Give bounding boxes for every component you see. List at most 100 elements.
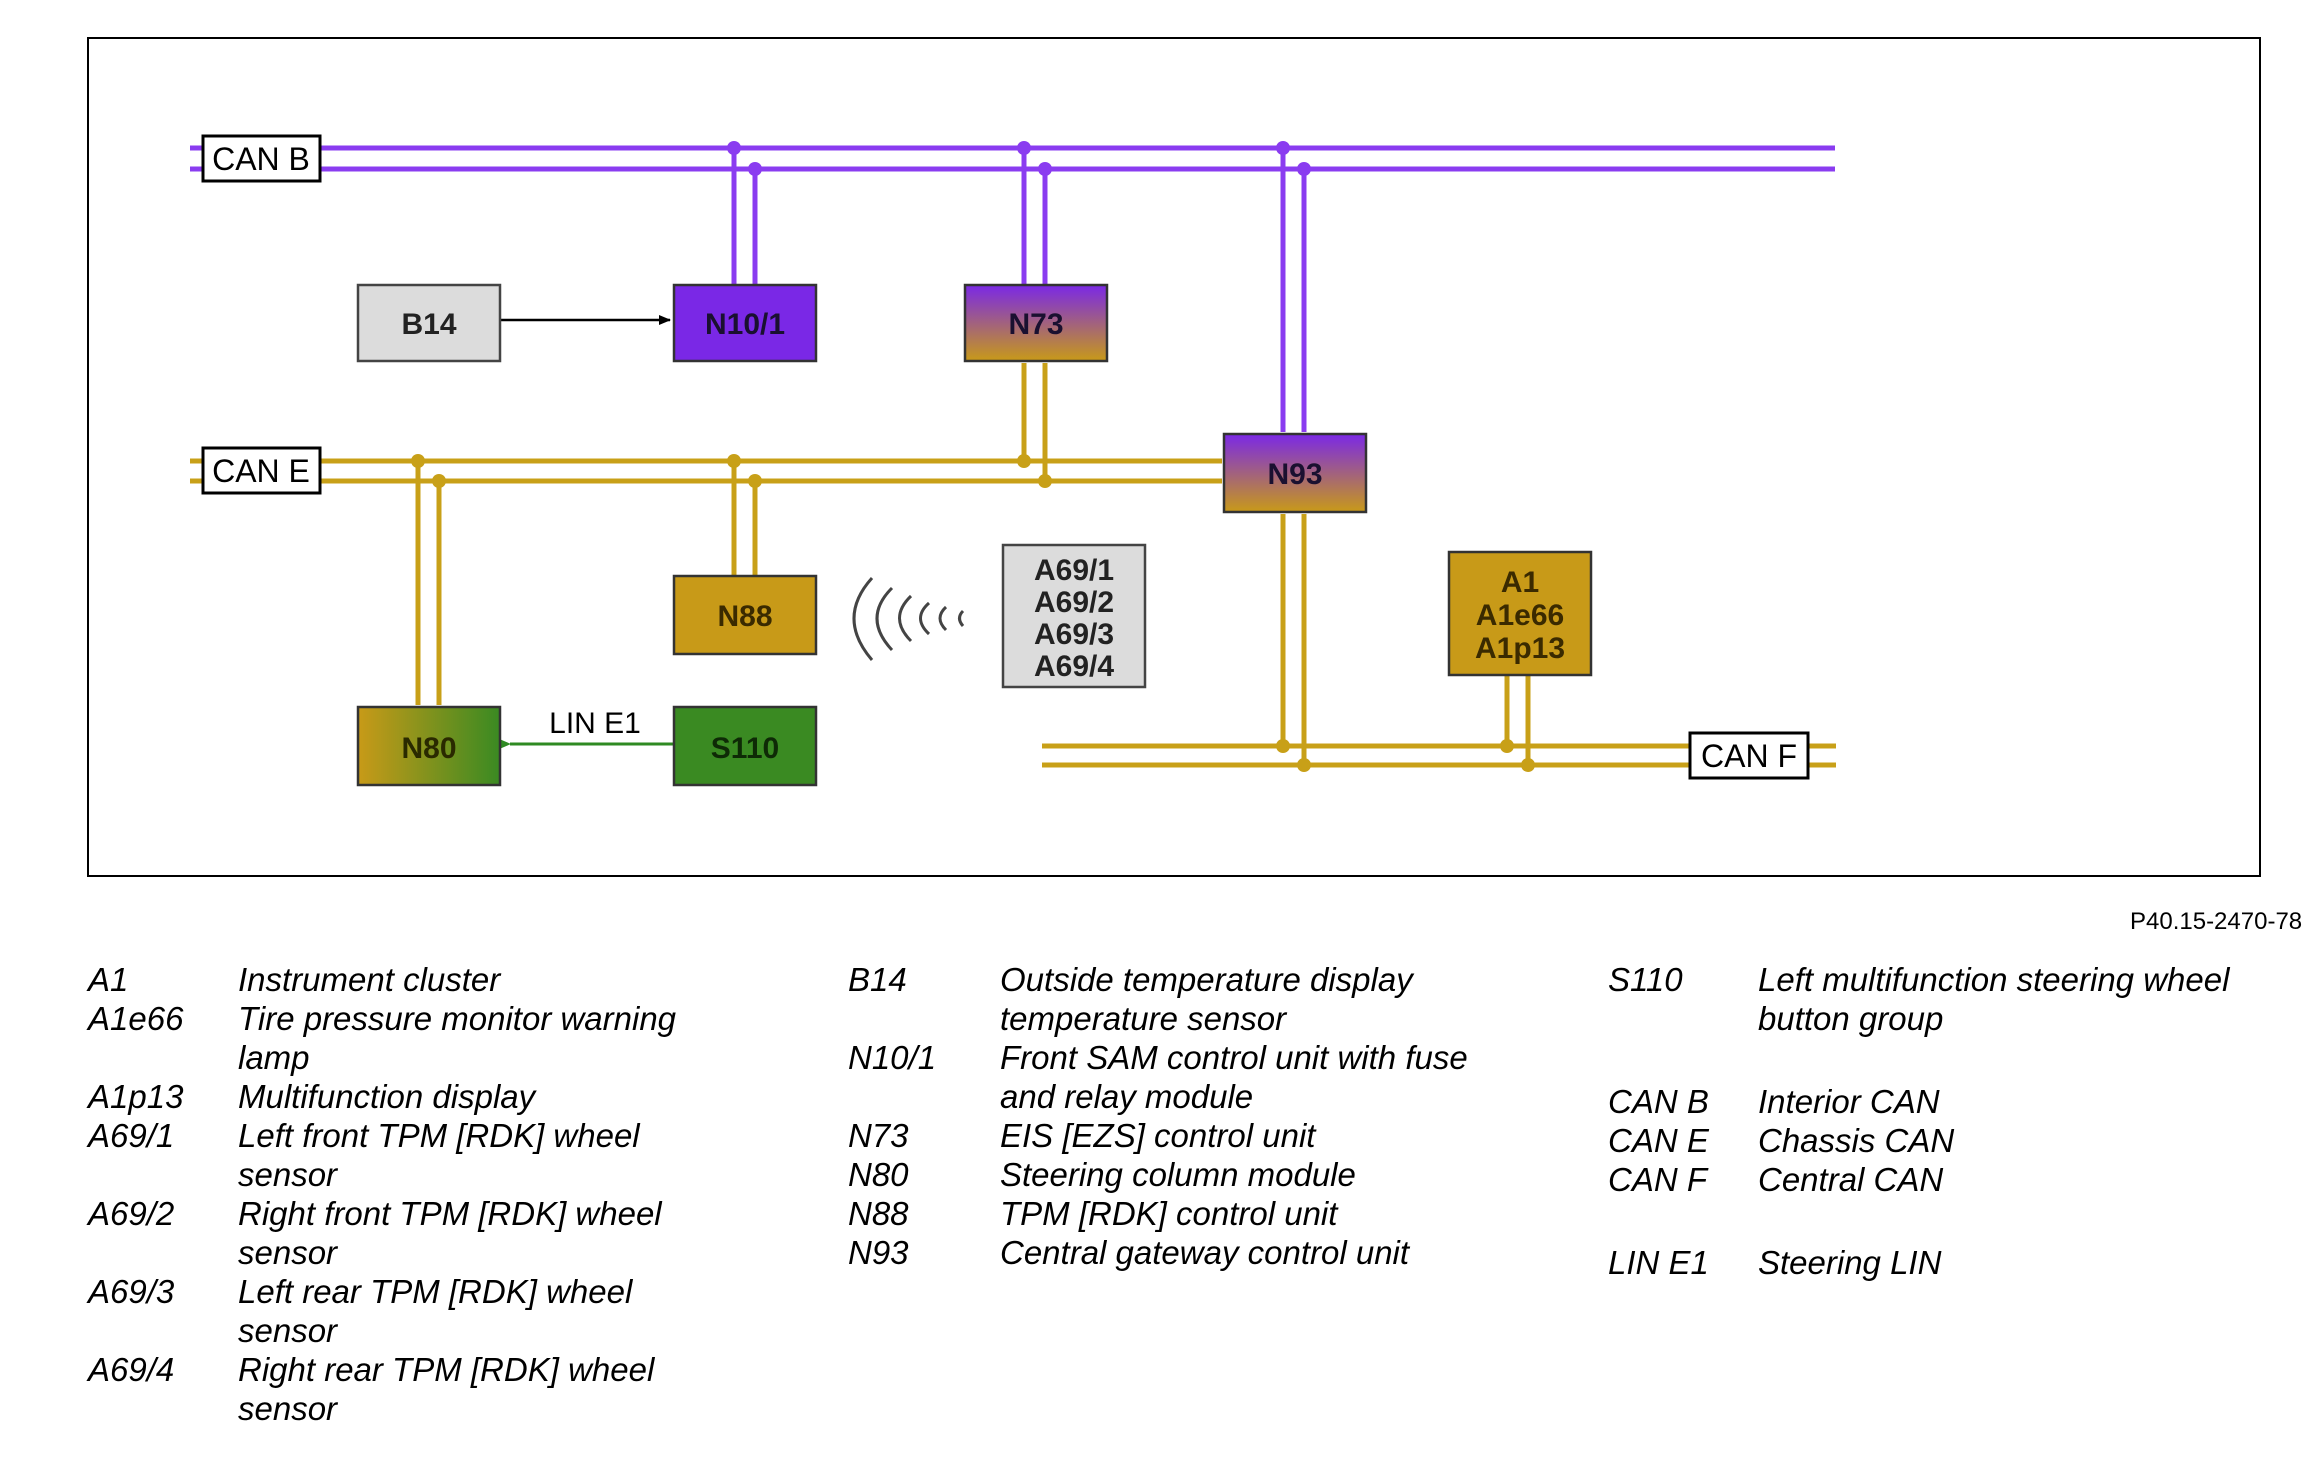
- module-n80-label: N80: [401, 732, 456, 765]
- legend-code: N80: [848, 1156, 909, 1193]
- legend-description-line: sensor: [238, 1390, 338, 1427]
- module-n10-1-label: N10/1: [705, 308, 785, 341]
- legend-description-line: Right front TPM [RDK] wheel: [238, 1195, 662, 1232]
- legend-description-line: temperature sensor: [1000, 1000, 1287, 1037]
- module-n73-label: N73: [1008, 308, 1063, 341]
- legend-description-line: button group: [1758, 1000, 1944, 1037]
- module-b14-label: B14: [401, 308, 456, 341]
- legend-code: N88: [848, 1195, 909, 1232]
- legend-item: LIN E1 Steering LIN: [1608, 1243, 2278, 1282]
- legend-code: N73: [848, 1117, 909, 1154]
- legend-code: N10/1: [848, 1039, 937, 1076]
- legend-description-line: Steering LIN: [1758, 1244, 1942, 1281]
- legend-description: EIS [EZS] control unit: [1000, 1116, 1500, 1155]
- module-a69-1-label: A69/1: [1034, 554, 1114, 587]
- legend-item: CAN B Interior CAN: [1608, 1082, 2278, 1121]
- legend-item: CAN E Chassis CAN: [1608, 1121, 2278, 1160]
- legend-code: A1: [88, 961, 129, 998]
- legend-code: CAN E: [1608, 1122, 1709, 1159]
- legend-code: A69/4: [88, 1351, 175, 1388]
- can-b-label: CAN B: [212, 141, 310, 177]
- legend-code: A69/1: [88, 1117, 175, 1154]
- module-n73: N73: [963, 283, 1109, 363]
- legend-code: B14: [848, 961, 907, 998]
- can-e-junctions: [411, 454, 1052, 488]
- can-b-label-box: CAN B: [201, 134, 322, 183]
- can-e-bus: [190, 363, 1222, 705]
- module-n93: N93: [1222, 432, 1368, 514]
- legend-description-line: Chassis CAN: [1758, 1122, 1955, 1159]
- module-n88-label: N88: [717, 600, 772, 633]
- can-f-bus: [1042, 514, 1836, 768]
- can-b-junctions: [727, 141, 1311, 176]
- legend-description-line: sensor: [238, 1156, 338, 1193]
- legend-item: N88 TPM [RDK] control unit: [848, 1194, 1500, 1233]
- legend-description: Multifunction display: [238, 1077, 708, 1116]
- legend-code: A69/3: [88, 1273, 175, 1310]
- legend-code: LIN E1: [1608, 1244, 1709, 1281]
- module-a69-3-label: A69/3: [1034, 618, 1114, 651]
- can-f-junctions: [1276, 739, 1535, 772]
- legend-gap: [1608, 1199, 2278, 1243]
- lin-e1-label: LIN E1: [549, 707, 641, 740]
- module-a69-4-label: A69/4: [1034, 650, 1114, 683]
- legend-description-line: Outside temperature display: [1000, 961, 1413, 998]
- legend-code: N93: [848, 1234, 909, 1271]
- module-a69-2-label: A69/2: [1034, 586, 1114, 619]
- module-a1-cluster: A1 A1e66 A1p13: [1447, 550, 1593, 677]
- module-n88: N88: [672, 574, 818, 656]
- legend-description-line: Interior CAN: [1758, 1083, 1940, 1120]
- can-f-label: CAN F: [1701, 738, 1797, 774]
- legend-description-line: sensor: [238, 1234, 338, 1271]
- can-e-label-box: CAN E: [201, 446, 322, 495]
- legend-code: CAN B: [1608, 1083, 1709, 1120]
- legend-code: A1p13: [88, 1078, 184, 1115]
- can-f-label-box: CAN F: [1688, 731, 1810, 780]
- legend-description-line: EIS [EZS] control unit: [1000, 1117, 1316, 1154]
- legend-code: S110: [1608, 961, 1683, 998]
- module-s110-label: S110: [711, 732, 779, 765]
- legend-description: Interior CAN: [1758, 1082, 2278, 1121]
- module-s110: S110: [672, 705, 818, 787]
- module-a69-sensors: A69/1 A69/2 A69/3 A69/4: [1001, 543, 1147, 689]
- diagram-frame: [87, 37, 2261, 877]
- module-n10-1: N10/1: [672, 283, 818, 363]
- network-diagram: CAN B CAN E CAN F LIN E1 B14 N10/1 N73 N…: [87, 37, 2261, 877]
- legend-item: N93 Central gateway control unit: [848, 1233, 1500, 1272]
- legend-description: Instrument cluster: [238, 960, 708, 999]
- legend-description-line: Left rear TPM [RDK] wheel: [238, 1273, 633, 1310]
- legend-description-line: Tire pressure monitor warning: [238, 1000, 677, 1037]
- legend-description-line: Central gateway control unit: [1000, 1234, 1410, 1271]
- module-a1e66-label: A1e66: [1476, 599, 1564, 632]
- legend-description-line: TPM [RDK] control unit: [1000, 1195, 1338, 1232]
- wireless-signal-icon: [852, 576, 965, 661]
- legend-description-line: Multifunction display: [238, 1078, 536, 1115]
- legend-code: CAN F: [1608, 1161, 1707, 1198]
- legend-description-line: sensor: [238, 1312, 338, 1349]
- can-b-bus: [190, 145, 1835, 432]
- module-a1p13-label: A1p13: [1475, 632, 1565, 665]
- legend-description-line: and relay module: [1000, 1078, 1254, 1115]
- legend-description: TPM [RDK] control unit: [1000, 1194, 1500, 1233]
- legend-description: Steering LIN: [1758, 1243, 2278, 1282]
- module-a1-label: A1: [1501, 566, 1539, 599]
- figure-reference: P40.15-2470-78: [2130, 908, 2303, 935]
- legend-description-line: Instrument cluster: [238, 961, 501, 998]
- legend-description-line: Right rear TPM [RDK] wheel: [238, 1351, 655, 1388]
